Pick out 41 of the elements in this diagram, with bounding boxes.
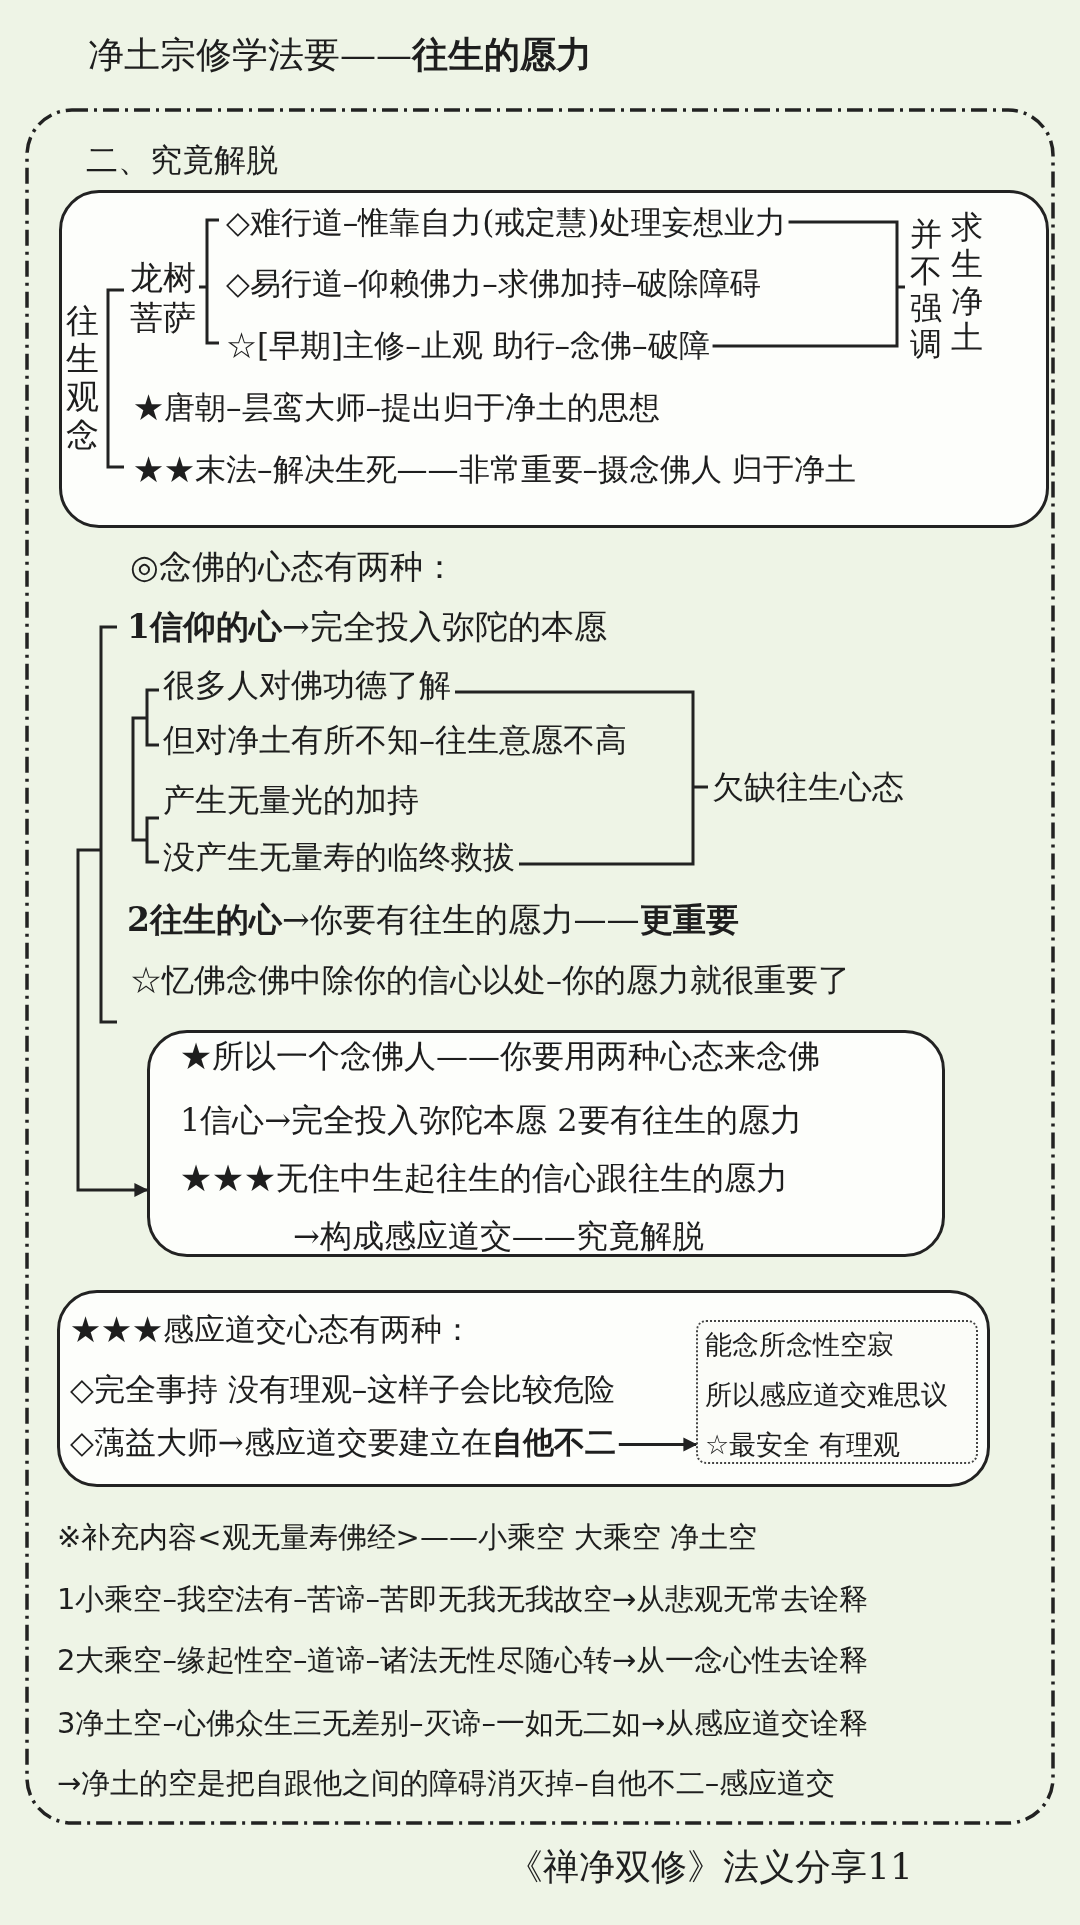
note-text: 3净土空–心佛众生三无差别–灭谛–一如无二如→从感应道交诠释 xyxy=(57,1705,869,1741)
rounded-box xyxy=(59,190,1049,528)
footer-text: 《禅净双修》法义分享11 xyxy=(507,1845,913,1889)
note-text: 但对净土有所不知–往生意愿不高 xyxy=(163,720,627,760)
note-text: 2大乘空–缘起性空–道谛–诸法无性尽随心转→从一念心性去诠释 xyxy=(57,1642,869,1678)
heading-text: ★★★感应道交心态有两种： xyxy=(70,1311,473,1349)
note-text: ★★★无住中生起往生的信心跟往生的愿力 xyxy=(180,1158,788,1198)
note-text: 没产生无量寿的临终救拔 xyxy=(163,837,515,877)
note-text: 1信仰的心→完全投入弥陀的本愿 xyxy=(127,607,607,647)
note-text: 1信心→完全投入弥陀本愿 2要有往生的愿力 xyxy=(180,1100,802,1140)
dotted-box xyxy=(696,1320,978,1464)
note-text: ★唐朝–昙鸾大师–提出归于净土的思想 xyxy=(133,389,660,427)
heading-text: ◎念佛的心态有两种： xyxy=(130,547,456,587)
title-text: 净土宗修学法要——往生的愿力 xyxy=(88,33,592,77)
note-text: ◇难行道–惟靠自力(戒定慧)处理妄想业力 xyxy=(226,204,786,242)
name-label: 龙树菩萨 xyxy=(130,258,197,338)
note-text: 所以感应道交难思议 xyxy=(705,1378,948,1412)
note-text: ◇易行道–仰赖佛力–求佛加持–破除障碍 xyxy=(226,265,762,303)
note-text: ☆[早期]主修–止观 助行–念佛–破障 xyxy=(226,327,710,365)
vertical-label: 求生净土 xyxy=(951,209,984,357)
note-text: →构成感应道交——究竟解脱 xyxy=(293,1216,704,1256)
note-text: ☆忆佛念佛中除你的信心以处–你的愿力就很重要了 xyxy=(130,960,850,1000)
note-text: 能念所念性空寂 xyxy=(705,1328,894,1362)
note-text: ※补充内容<观无量寿佛经>——小乘空 大乘空 净土空 xyxy=(57,1519,758,1555)
dashed-frame xyxy=(25,108,1055,1825)
note-text: ★★末法–解决生死——非常重要–摄念佛人 归于净土 xyxy=(133,451,856,489)
note-text: →净土的空是把自跟他之间的障碍消灭掉–自他不二–感应道交 xyxy=(57,1765,836,1801)
note-text: 产生无量光的加持 xyxy=(163,780,419,820)
note-text: ◇蕅益大师→感应道交要建立在自他不二 xyxy=(70,1424,616,1462)
rounded-box xyxy=(57,1290,990,1487)
note-text: ◇完全事持 没有理观–这样子会比较危险 xyxy=(70,1371,616,1409)
note-text: ☆最安全 有理观 xyxy=(705,1428,900,1462)
note-text: 2往生的心→你要有往生的愿力——更重要 xyxy=(127,900,739,940)
note-text: 1小乘空–我空法有–苦谛–苦即无我无我故空→从悲观无常去诠释 xyxy=(57,1581,869,1617)
vertical-label: 往生观念 xyxy=(66,302,100,454)
note-text: 欠缺往生心态 xyxy=(712,767,904,807)
note-text: ★所以一个念佛人——你要用两种心态来念佛 xyxy=(180,1036,820,1076)
note-text: 很多人对佛功德了解 xyxy=(163,665,451,705)
section-heading: 二、究竟解脱 xyxy=(86,140,278,180)
rounded-box xyxy=(147,1030,945,1257)
vertical-label: 并不强调 xyxy=(910,216,943,364)
